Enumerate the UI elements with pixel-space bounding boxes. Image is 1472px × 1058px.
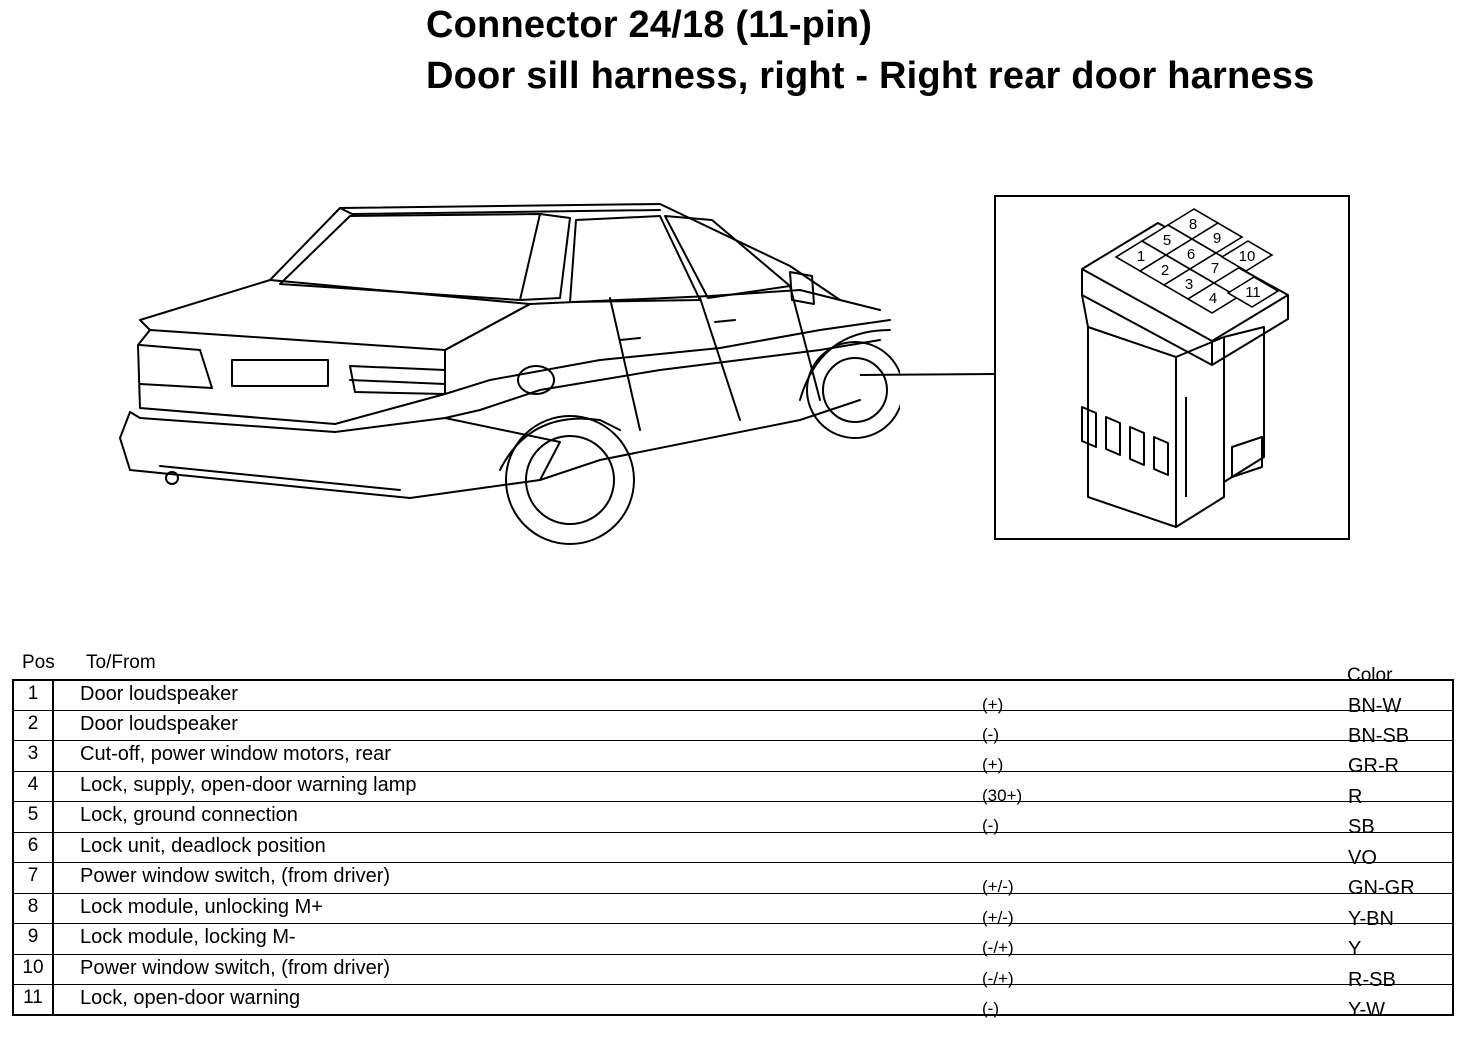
pin-label-9: 9: [1213, 230, 1221, 247]
pos-cell: 1: [14, 681, 54, 710]
pin-label-5: 5: [1163, 232, 1171, 249]
table-row: 6 Lock unit, deadlock position VO: [12, 831, 1454, 869]
table-row: 2 Door loudspeaker (-) BN-SB: [12, 709, 1454, 747]
pos-cell: 11: [14, 985, 54, 1014]
to-from-cell: Lock, open-door warning: [80, 987, 301, 1009]
color-cell: VO: [1348, 846, 1377, 869]
polarity-cell: (+): [982, 695, 1004, 714]
table-row: 9 Lock module, locking M- (-/+) Y: [12, 923, 1454, 960]
to-from-cell: Lock, ground connection: [80, 804, 298, 826]
to-from-cell: Cut-off, power window motors, rear: [80, 743, 391, 765]
table-row: 7 Power window switch, (from driver) (+/…: [12, 862, 1454, 899]
pin-label-6: 6: [1187, 246, 1195, 263]
pin-cell-9: [1190, 222, 1244, 254]
polarity-cell: (+/-): [982, 877, 1014, 896]
color-cell: GN-GR: [1348, 877, 1415, 899]
polarity-cell: (-): [982, 816, 999, 835]
diagram-title: Connector 24/18 (11-pin): [426, 4, 873, 46]
color-cell: Y-W: [1348, 999, 1386, 1021]
table-row: 4 Lock, supply, open-door warning lamp (…: [12, 770, 1454, 808]
pos-cell: 8: [14, 893, 54, 923]
table-row: 1 Door loudspeaker (+) BN-W: [12, 679, 1454, 717]
pin-cell-10: [1220, 240, 1274, 272]
pin-label-10: 10: [1239, 248, 1256, 265]
pos-cell: 3: [14, 741, 54, 771]
pos-cell: 5: [14, 802, 54, 832]
polarity-cell: (-/+): [982, 968, 1014, 988]
to-from-cell: Power window switch, (from driver): [80, 865, 391, 887]
polarity-cell: (+): [982, 755, 1004, 774]
pin-label-4: 4: [1209, 290, 1217, 307]
pin-label-8: 8: [1189, 216, 1197, 233]
pin-label-11: 11: [1245, 284, 1261, 301]
pos-cell: 10: [14, 954, 54, 984]
pos-cell: 7: [14, 863, 54, 893]
color-cell: BN-SB: [1348, 724, 1410, 747]
to-from-cell: Power window switch, (from driver): [80, 956, 391, 979]
polarity-cell: (-/+): [982, 938, 1014, 957]
leader-line: [860, 373, 997, 376]
color-cell: SB: [1348, 816, 1375, 838]
to-from-cell: Lock module, unlocking M+: [80, 895, 323, 918]
to-from-cell: Door loudspeaker: [80, 683, 238, 705]
polarity-cell: (+/-): [982, 907, 1014, 927]
pin-table: 1 Door loudspeaker (+) BN-W 2 Door louds…: [12, 679, 1454, 1021]
polarity-cell: (-): [982, 999, 999, 1018]
pin-label-3: 3: [1185, 276, 1193, 293]
table-row: 5 Lock, ground connection (-) SB: [12, 801, 1454, 838]
color-cell: R-SB: [1348, 968, 1396, 991]
car-illustration: [119, 203, 900, 545]
to-from-cell: Lock module, locking M-: [80, 926, 296, 948]
pin-label-2: 2: [1161, 262, 1169, 279]
table-row: 10 Power window switch, (from driver) (-…: [12, 953, 1454, 991]
pos-cell: 2: [14, 710, 54, 740]
color-cell: GR-R: [1348, 755, 1400, 777]
polarity-cell: (30+): [982, 785, 1023, 805]
table-row: 11 Lock, open-door warning (-) Y-W: [12, 984, 1454, 1021]
pin-label-1: 1: [1137, 248, 1145, 265]
polarity-cell: (-): [982, 724, 999, 744]
color-cell: BN-W: [1348, 695, 1402, 717]
pos-cell: 6: [14, 832, 54, 862]
to-from-cell: Lock, supply, open-door warning lamp: [80, 773, 417, 796]
pos-cell: 4: [14, 771, 54, 801]
header-to-from: To/From: [86, 652, 156, 673]
to-from-cell: Lock unit, deadlock position: [80, 834, 326, 857]
header-pos: Pos: [22, 652, 55, 673]
diagram-subtitle: Door sill harness, right - Right rear do…: [426, 55, 1315, 97]
table-row: 8 Lock module, unlocking M+ (+/-) Y-BN: [12, 892, 1454, 930]
color-cell: Y: [1348, 938, 1362, 960]
to-from-cell: Door loudspeaker: [80, 712, 238, 735]
pin-label-7: 7: [1211, 260, 1219, 277]
table-row: 3 Cut-off, power window motors, rear (+)…: [12, 740, 1454, 777]
pos-cell: 9: [14, 924, 54, 954]
pin-cell-11: [1226, 276, 1280, 308]
color-cell: Y-BN: [1348, 907, 1394, 930]
color-cell: R: [1348, 785, 1363, 808]
